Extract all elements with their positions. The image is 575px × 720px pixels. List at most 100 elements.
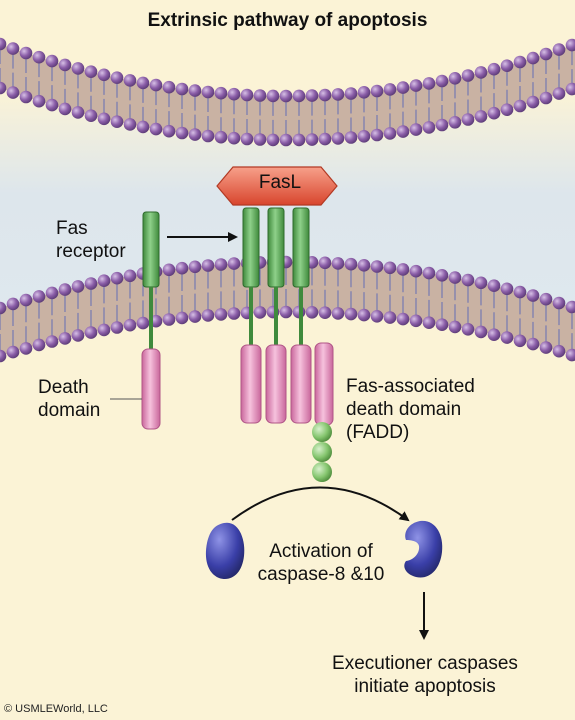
- fadd-label: Fas-associated death domain (FADD): [346, 375, 475, 444]
- bottom-membrane-lipid-head: [435, 318, 449, 332]
- top-membrane-lipid-head: [240, 132, 254, 146]
- top-membrane-lipid-head: [331, 132, 345, 145]
- top-membrane-lipid-head: [58, 58, 72, 72]
- bottom-membrane-lipid-head: [396, 263, 410, 276]
- bottom-membrane-lipid-head: [58, 332, 72, 345]
- bottom-membrane-lipid-head: [552, 344, 566, 358]
- bottom-membrane-lipid-head: [188, 310, 202, 323]
- fadd-label-line2: death domain: [346, 399, 462, 420]
- activation-arc-arrow: [231, 486, 410, 522]
- caspase-activation-label-line1: Activation of: [269, 541, 373, 562]
- top-membrane-lipid-head: [188, 84, 202, 97]
- top-membrane-lipid-head: [565, 38, 575, 52]
- top-membrane-lipid-head: [461, 113, 475, 126]
- top-membrane-lipid-head: [318, 88, 332, 102]
- bottom-membrane-lipid-head: [32, 338, 46, 352]
- top-membrane-lipid-head: [422, 77, 436, 90]
- bottom-membrane-lipid-head: [383, 261, 397, 275]
- top-membrane-lipid-head: [240, 88, 254, 102]
- bottom-membrane-lipid-head: [6, 297, 20, 311]
- bottom-membrane-lipid-head: [409, 264, 423, 278]
- top-membrane-lipid-head: [357, 130, 371, 143]
- bottom-membrane-lipid-head: [487, 328, 501, 342]
- top-membrane-lipid-head: [214, 130, 228, 144]
- top-membrane-lipid-head: [292, 89, 306, 103]
- death-domain-label-line1: Death: [38, 377, 89, 398]
- fas-receptor-label-line2: receptor: [56, 241, 126, 262]
- bottom-membrane-lipid-head: [97, 274, 111, 288]
- top-membrane-lipid-head: [32, 94, 46, 108]
- bottom-membrane-lipid-head: [500, 331, 514, 344]
- top-membrane-lipid-head: [0, 37, 7, 51]
- top-membrane-lipid-head: [266, 133, 280, 147]
- caspase-activation-label-line2: caspase-8 &10: [257, 564, 385, 585]
- bottom-membrane-lipid-head: [84, 326, 98, 339]
- bottom-membrane-lipid-head: [45, 286, 59, 300]
- bottom-membrane-lipid-head: [253, 306, 267, 319]
- bottom-membrane-lipid-head: [383, 311, 397, 324]
- bottom-membrane-lipid-head: [539, 292, 553, 306]
- bottom-membrane-lipid-head: [123, 269, 137, 283]
- top-membrane-lipid-head: [175, 82, 189, 96]
- bottom-membrane-lipid-head: [526, 289, 540, 302]
- top-membrane-lipid-head: [71, 106, 85, 119]
- top-membrane-lipid-head: [110, 71, 124, 84]
- executioner-caspases-label: Executioner caspases initiate apoptosis: [310, 652, 540, 698]
- bottom-membrane-lipid-head: [32, 290, 46, 303]
- top-membrane-lipid-head: [201, 85, 215, 99]
- top-membrane-lipid-head: [201, 129, 215, 143]
- top-membrane-lipid-head: [500, 59, 514, 72]
- top-membrane-lipid-head: [149, 78, 163, 92]
- top-membrane-lipid-head: [409, 123, 423, 136]
- bottom-membrane-lipid-head: [448, 320, 462, 334]
- bottom-membrane-lipid-head: [162, 313, 176, 326]
- bottom-membrane-lipid-head: [526, 337, 540, 351]
- top-membrane-lipid-head: [318, 132, 332, 146]
- top-membrane-lipid-head: [32, 50, 46, 64]
- top-membrane-lipid-head: [6, 42, 20, 55]
- fas-receptor-monomer: [141, 211, 161, 430]
- bottom-membrane-lipid-head: [461, 323, 475, 336]
- bottom-membrane-lipid-head: [6, 345, 20, 359]
- bottom-membrane-lipid-head: [331, 257, 345, 270]
- top-membrane-lipid-head: [513, 99, 527, 113]
- top-membrane-lipid-head: [71, 62, 85, 75]
- top-membrane-lipid-head: [123, 74, 137, 87]
- top-membrane-lipid-head: [513, 55, 527, 69]
- fas-receptor-label-line1: Fas: [56, 218, 88, 239]
- top-membrane-lipid-head: [435, 74, 449, 88]
- top-membrane-lipid-head: [0, 81, 7, 95]
- top-membrane-lipid-head: [422, 121, 436, 134]
- top-membrane-lipid-head: [97, 68, 111, 82]
- bottom-membrane-lipid-head: [45, 335, 59, 348]
- top-membrane-lipid-head: [162, 80, 176, 94]
- bottom-membrane-lipid-head: [214, 258, 228, 271]
- top-membrane-lipid-head: [279, 89, 293, 103]
- top-membrane-lipid-head: [344, 131, 358, 144]
- bottom-membrane-lipid-head: [435, 269, 449, 282]
- top-membrane-lipid-head: [539, 91, 553, 105]
- fadd-adapter: [312, 422, 332, 482]
- bottom-membrane-lipid-head: [474, 276, 488, 290]
- top-membrane-lipid-head: [383, 127, 397, 140]
- bottom-membrane-lipid-head: [565, 300, 575, 314]
- top-membrane-lipid-head: [474, 66, 488, 79]
- bottom-membrane-lipid-head: [474, 325, 488, 339]
- top-membrane-lipid-head: [305, 89, 319, 102]
- bottom-membrane-lipid-head: [175, 261, 189, 275]
- bottom-membrane-lipid-head: [318, 256, 332, 270]
- top-membrane-lipid-head: [500, 103, 514, 116]
- top-membrane-lipid-head: [331, 88, 345, 101]
- bottom-membrane-lipid-head: [71, 329, 85, 342]
- top-membrane-lipid-head: [188, 128, 202, 141]
- bottom-membrane-lipid-head: [201, 309, 215, 322]
- fas-receptor-trimer: [240, 207, 334, 426]
- bottom-membrane-lipid-head: [0, 301, 7, 315]
- top-membrane-lipid-head: [396, 81, 410, 94]
- top-membrane-lipid-head: [552, 87, 566, 100]
- bottom-membrane-lipid-head: [318, 306, 332, 320]
- top-membrane-lipid-head: [97, 112, 111, 126]
- bottom-membrane-lipid-head: [357, 308, 371, 322]
- bottom-membrane-lipid-head: [227, 257, 241, 270]
